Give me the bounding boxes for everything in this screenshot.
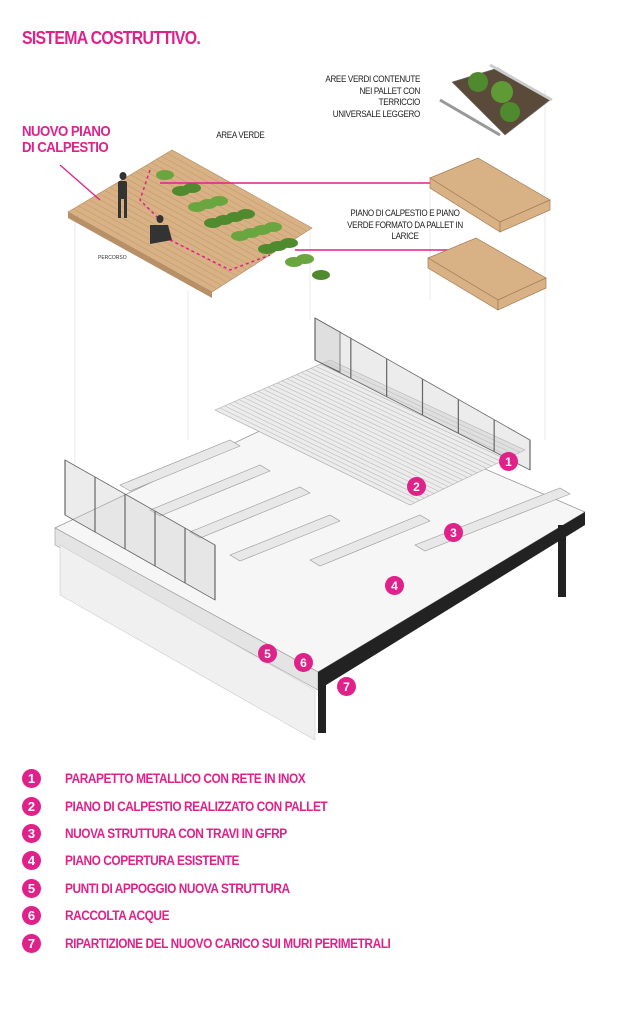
deck-board — [238, 399, 435, 494]
planter-pallet — [439, 63, 553, 137]
deck-board — [291, 376, 487, 469]
deck-board — [272, 384, 468, 478]
label-line: PIANO DI CALPESTIO E PIANO — [350, 208, 460, 219]
legend-number: 4 — [22, 851, 41, 871]
legend-number: 3 — [22, 823, 41, 843]
pallet-floor-label: PIANO DI CALPESTIO E PIANO VERDE FORMATO… — [346, 208, 465, 243]
deck-board — [301, 372, 497, 465]
legend-text: PIANO DI CALPESTIO REALIZZATO CON PALLET — [65, 798, 328, 814]
deck-board — [281, 380, 478, 474]
marker-6: 6 — [294, 653, 313, 672]
platform-board — [78, 205, 223, 286]
label-line: UNIVERSALE LEGGERO — [332, 108, 421, 120]
deck-board — [219, 407, 415, 503]
deck-board — [305, 370, 502, 462]
legend-text: PUNTI DI APPOGGIO NUOVA STRUTTURA — [65, 880, 290, 896]
legend-item: 7 RIPARTIZIONE DEL NUOVO CARICO SUI MURI … — [22, 929, 435, 956]
green-area-label: AREA VERDE — [216, 130, 265, 141]
deck-board — [224, 405, 420, 501]
pallet-platform — [67, 149, 330, 298]
marker-3: 3 — [444, 523, 463, 542]
platform-board — [119, 180, 263, 261]
legend-text: PARAPETTO METALLICO CON RETE IN INOX — [65, 771, 306, 787]
legend-item: 3 NUOVA STRUTTURA CON TRAVI IN GFRP — [22, 820, 435, 847]
marker-7: 7 — [337, 677, 356, 696]
deck-board — [277, 382, 473, 476]
plant — [312, 270, 330, 280]
deck-board — [229, 403, 425, 499]
deck-board — [248, 395, 444, 490]
pallet-2 — [427, 237, 547, 311]
legend-text: RACCOLTA ACQUE — [65, 908, 170, 924]
label-line: AREE VERDI CONTENUTE — [325, 74, 420, 85]
legend-number: 6 — [22, 906, 41, 926]
path-label: PERCORSO — [98, 255, 127, 261]
gfrp-beams — [119, 439, 571, 567]
callout-line: DI CALPESTIO — [22, 139, 109, 156]
deck-board — [296, 374, 492, 467]
legend-number: 7 — [22, 933, 41, 953]
platform-board — [166, 152, 308, 232]
deck-board — [286, 378, 483, 471]
deck-board — [234, 401, 430, 497]
marker-4: 4 — [385, 576, 404, 595]
platform-board — [130, 174, 273, 254]
plant — [204, 218, 222, 228]
marker-1: 1 — [499, 452, 518, 471]
platform-board — [161, 155, 303, 235]
people — [118, 172, 172, 244]
legend-item: 4 PIANO COPERTURA ESISTENTE — [22, 847, 435, 874]
plant — [285, 257, 303, 267]
legend-item: 6 RACCOLTA ACQUE — [22, 902, 435, 929]
deck-board — [253, 393, 449, 487]
new-floor-callout: NUOVO PIANO DI CALPESTIO — [22, 123, 111, 156]
platform-board — [125, 177, 268, 258]
callout-line: NUOVO PIANO — [22, 123, 111, 140]
legend-number: 5 — [22, 878, 41, 898]
legend-item: 1 PARAPETTO METALLICO CON RETE IN INOX — [22, 765, 435, 792]
platform-board — [99, 193, 243, 274]
legend-number: 2 — [22, 796, 41, 816]
legend-text: PIANO COPERTURA ESISTENTE — [65, 853, 240, 869]
plant — [188, 202, 206, 212]
deck-board — [310, 368, 506, 460]
plant — [231, 231, 249, 241]
plant — [258, 244, 276, 254]
legend-text: RIPARTIZIONE DEL NUOVO CARICO SUI MURI P… — [65, 935, 391, 951]
deck-board — [315, 365, 511, 458]
deck-board — [262, 388, 459, 483]
label-line: LARICE — [391, 231, 419, 242]
platform-board — [73, 208, 218, 290]
plant — [172, 186, 190, 196]
projection-lines — [74, 90, 546, 470]
deck-board — [243, 397, 439, 492]
label-line: VERDE FORMATO DA PALLET IN — [347, 219, 463, 231]
platform-board — [109, 186, 253, 267]
legend-item: 2 PIANO DI CALPESTIO REALIZZATO CON PALLE… — [22, 792, 435, 819]
platform-board — [114, 183, 258, 264]
plant — [156, 170, 174, 180]
marker-5: 5 — [258, 644, 277, 663]
deck-board — [267, 386, 463, 481]
legend-item: 5 PUNTI DI APPOGGIO NUOVA STRUTTURA — [22, 875, 435, 902]
pallet-1 — [429, 157, 551, 233]
deck-board — [257, 390, 454, 485]
page-title: SISTEMA COSTRUTTIVO. — [22, 28, 201, 48]
platform-board — [104, 190, 248, 270]
green-pallets-label: AREE VERDI CONTENUTE NEI PALLET CON TERR… — [318, 74, 420, 120]
legend-number: 1 — [22, 769, 41, 789]
legend-text: NUOVA STRUTTURA CON TRAVI IN GFRP — [65, 825, 287, 841]
label-line: NEI PALLET CON TERRICCIO — [359, 85, 421, 109]
marker-2: 2 — [407, 477, 426, 496]
